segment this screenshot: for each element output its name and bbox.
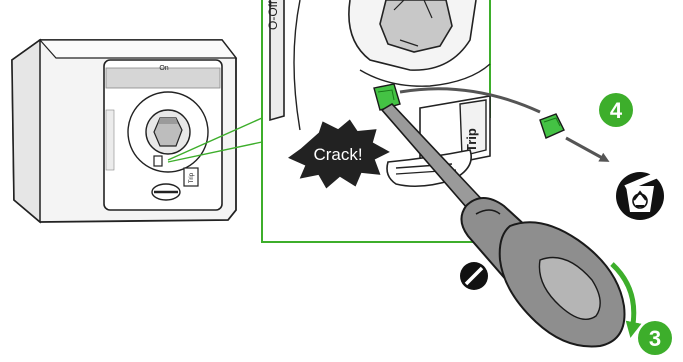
recycle-bin-icon	[616, 172, 664, 220]
green-clip-removed	[540, 114, 564, 138]
step-4-number: 4	[610, 98, 623, 123]
crack-burst: Crack!	[286, 118, 392, 190]
discard-arrow	[566, 138, 606, 160]
step-3-number: 3	[649, 326, 661, 351]
slot-screwdriver-icon	[460, 262, 488, 290]
rotary-handle-device: On Trip	[12, 40, 236, 222]
off-label: O-Off	[266, 0, 280, 30]
step-4-badge: 4	[599, 93, 633, 127]
crack-label: Crack!	[313, 145, 362, 164]
step-3-badge: 3	[638, 321, 672, 355]
device-trip-label: Trip	[189, 172, 195, 183]
on-label: On	[159, 65, 168, 72]
screwdriver	[382, 104, 625, 347]
trip-label: Trip	[464, 128, 479, 152]
